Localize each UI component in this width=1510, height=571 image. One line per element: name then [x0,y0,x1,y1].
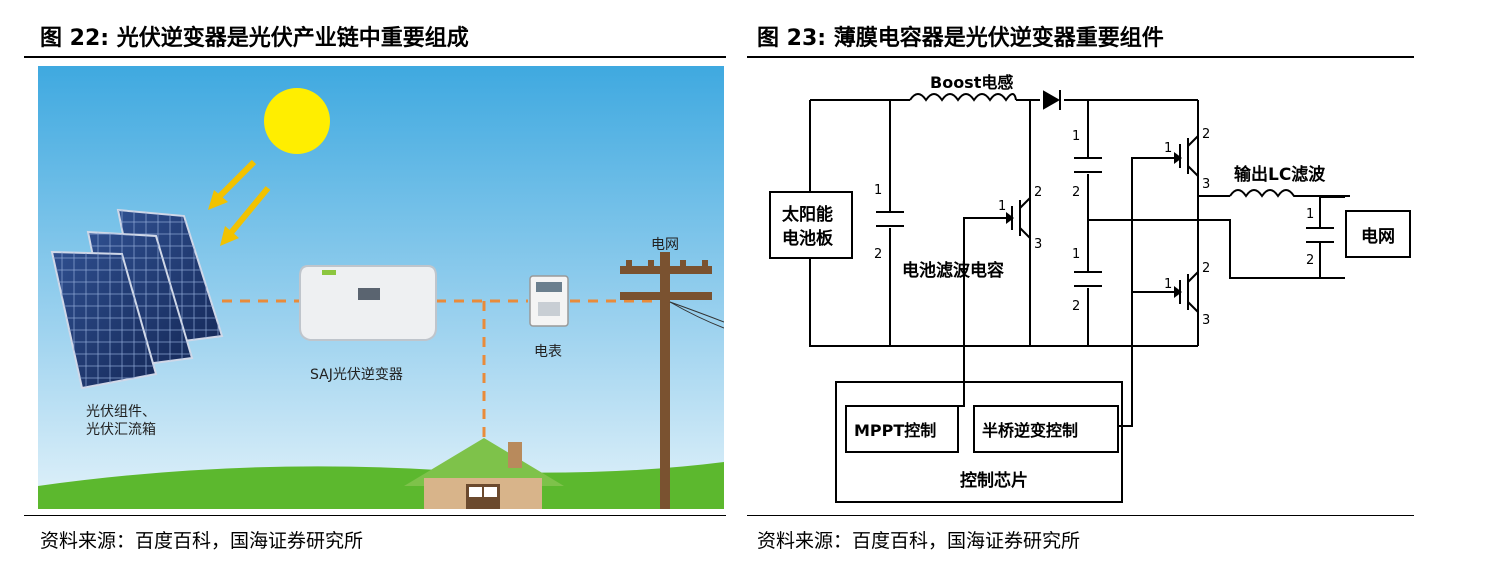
inverter-circuit-diagram: Boost电感 太阳能 电池板 电池滤波电容 输出LC滤波 MPPT控制 半桥逆… [769,73,1350,503]
pv-system-illustration: 光伏组件、 光伏汇流箱 SAJ光伏逆变器 电表 电网 [38,66,724,509]
pin-label: 1 [874,183,882,198]
pin-label: 3 [1202,313,1210,328]
electric-meter [529,275,569,327]
pin-label: 2 [1072,299,1080,314]
wire-top-left [809,100,1198,347]
left-figure-title: 图 22: 光伏逆变器是光伏产业链中重要组成 [40,26,469,51]
pin-label: 1 [1164,141,1172,156]
meter-label: 电表 [534,344,562,360]
diode [1043,90,1061,110]
boost-inductor-label: Boost电感 [930,73,1013,92]
pin-label: 3 [1202,177,1210,192]
title-rule-left [24,56,726,58]
solar-panel-label-line2: 电池板 [782,228,834,249]
output-capacitor [1306,227,1334,244]
boost-inductor [909,93,1017,102]
panels-label-line2: 光伏汇流箱 [86,422,156,438]
filter-capacitor-label: 电池滤波电容 [902,260,1004,281]
pin-label: 2 [1034,185,1042,200]
control-chip-box [835,381,1123,503]
input-capacitor [876,211,904,228]
mppt-gate-wire [958,217,1012,407]
source-rule-right [747,515,1414,516]
half-bridge-control-label: 半桥逆变控制 [982,421,1078,440]
wire-to-grid-box [1320,196,1345,198]
gate-arrow-low [1174,286,1182,298]
pin-label: 1 [1072,129,1080,144]
pin-label: 3 [1034,237,1042,252]
control-chip-label: 控制芯片 [960,470,1028,491]
grass-hill [38,462,724,509]
sunlight-arrow-1 [208,159,257,210]
power-wires [669,301,724,329]
right-figure-title: 图 23: 薄膜电容器是光伏逆变器重要组件 [757,26,1164,51]
utility-pole [620,252,712,509]
mppt-control-box [845,405,959,453]
pin-label: 1 [1164,277,1172,292]
grid-box-label: 电网 [1361,226,1395,247]
dc-bus-capacitor-bottom [1074,271,1102,288]
power-line-dashes [222,299,658,444]
half-bridge-control-box [973,405,1119,453]
pin-label: 2 [874,247,882,262]
wire-from-grid-box [1320,277,1345,279]
dc-bus-capacitor-top [1074,157,1102,174]
solar-panels [50,208,224,390]
wire-to-grid-bottom [1088,219,1321,279]
panels-label-line1: 光伏组件、 [86,404,156,420]
output-filter-label: 输出LC滤波 [1234,164,1326,185]
gate-arrow-boost [1006,212,1014,224]
sunlight-arrow-2 [220,186,271,246]
pin-label: 2 [1202,261,1210,276]
title-rule-right [747,56,1414,58]
left-source-note: 资料来源：百度百科，国海证券研究所 [40,530,364,552]
pin-label: 1 [1072,247,1080,262]
pin-label: 1 [1306,207,1314,222]
sun [264,88,330,154]
solar-panel-box [769,191,853,259]
house [404,438,564,509]
pin-label: 2 [1306,253,1314,268]
mppt-control-label: MPPT控制 [854,421,936,440]
boost-switch-igbt [1011,197,1031,239]
pin-label: 2 [1072,185,1080,200]
inverter-label: SAJ光伏逆变器 [310,367,403,383]
grid-box-right: 电网 [1345,210,1411,258]
solar-panel-label-line1: 太阳能 [782,204,833,225]
inverter-device [299,265,437,341]
pin-label: 1 [998,199,1006,214]
pin-label: 2 [1202,127,1210,142]
right-source-note: 资料来源：百度百科，国海证券研究所 [757,530,1081,552]
source-rule-left [24,515,726,516]
high-side-switch [1179,135,1199,177]
output-inductor [1229,189,1320,198]
low-side-switch [1179,271,1199,313]
gate-arrow-high [1174,152,1182,164]
grid-label: 电网 [651,237,679,253]
